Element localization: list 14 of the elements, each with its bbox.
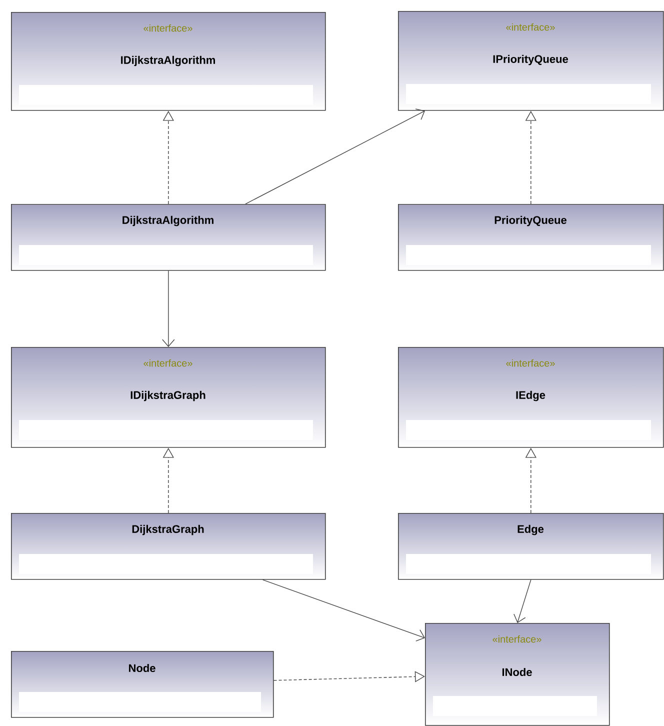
interface-box: «interface» IEdge (398, 347, 664, 448)
association-arrow (514, 579, 532, 623)
class-box: DijkstraAlgorithm (11, 204, 326, 271)
class-box: Edge (398, 513, 664, 580)
interface-box: «interface» IDijkstraGraph (11, 347, 326, 448)
class-box: Node (11, 651, 274, 718)
interface-box: «interface» IPriorityQueue (398, 11, 664, 111)
class-box: PriorityQueue (398, 204, 664, 271)
interface-box: «interface» IDijkstraAlgorithm (11, 12, 326, 111)
association-arrow (162, 270, 175, 347)
association-arrow (262, 579, 425, 642)
interface-box: «interface» INode (425, 623, 610, 726)
association-arrow (245, 108, 425, 204)
class-box: DijkstraGraph (11, 513, 326, 580)
